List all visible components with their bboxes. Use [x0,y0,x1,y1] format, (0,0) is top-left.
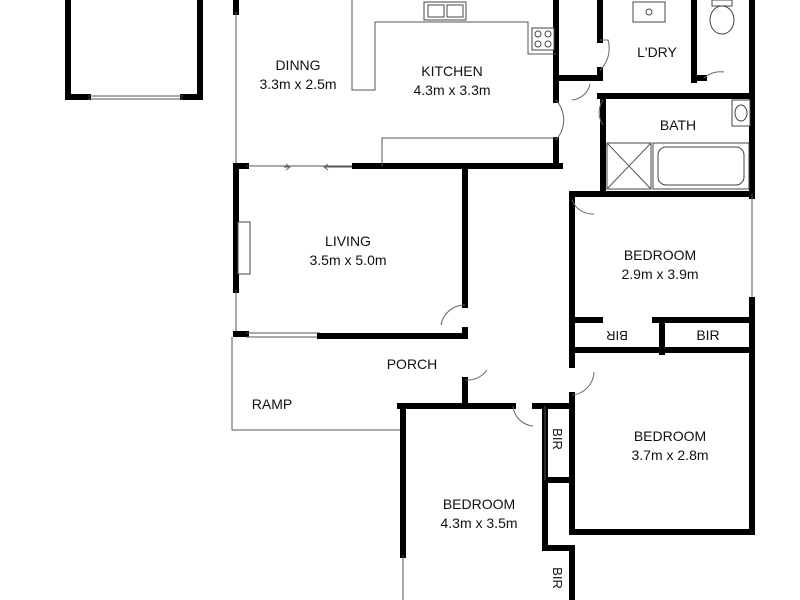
bir-2-name: BIR [696,327,719,343]
room-labels: DINNG 3.3m x 2.5m KITCHEN 4.3m x 3.3m L'… [252,44,720,589]
ramp-outline [231,337,400,431]
laundry-name: L'DRY [637,44,677,60]
bedroom-3-name: BEDROOM [443,496,515,512]
fireplace-icon [237,221,251,275]
bedroom-2-size: 3.7m x 2.8m [631,447,708,463]
dining-name: DINNG [275,57,320,73]
bir-3-name: BIR [550,428,565,450]
living-size: 3.5m x 5.0m [309,252,386,268]
toilet-icon [709,5,735,35]
bir-4-name: BIR [550,567,565,589]
bedroom-1-size: 2.9m x 3.9m [621,266,698,282]
ramp-name: RAMP [252,396,292,412]
kitchen-size: 4.3m x 3.3m [413,82,490,98]
doors [284,39,725,427]
bedroom-2-name: BEDROOM [634,428,706,444]
bir-1-name: BIR [606,328,628,343]
cooktop-icon [531,27,555,51]
kitchen-benches [351,0,556,166]
bath-name: BATH [660,117,696,133]
bedroom-3-size: 4.3m x 3.5m [440,515,517,531]
porch-name: PORCH [387,356,438,372]
kitchen-name: KITCHEN [421,63,482,79]
wet-area-fixtures [606,0,751,190]
dining-size: 3.3m x 2.5m [259,76,336,92]
garage [65,0,203,100]
living-name: LIVING [325,233,371,249]
walls [233,0,755,600]
bedroom-1-name: BEDROOM [624,247,696,263]
